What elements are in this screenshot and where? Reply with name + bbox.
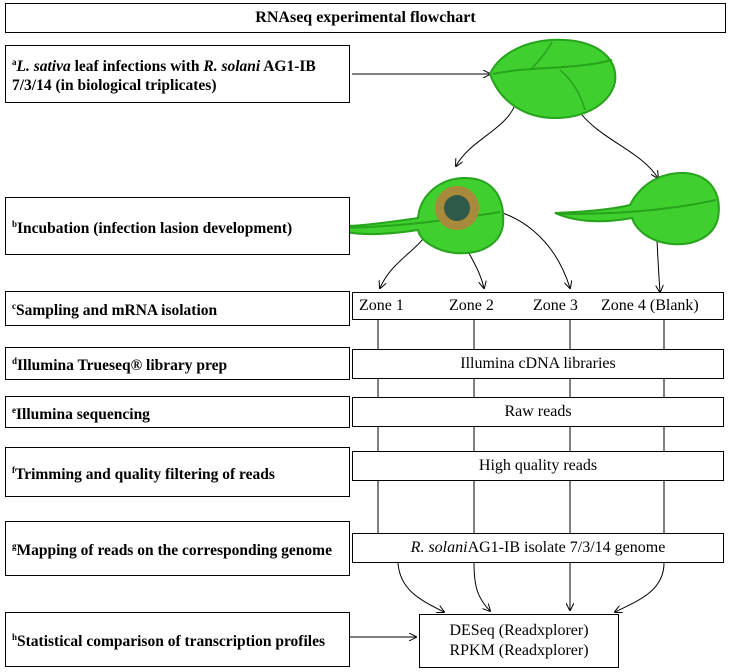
step-a: aL. sativa leaf infections with R. solan… xyxy=(5,45,350,103)
step-label: cSampling and mRNA isolation xyxy=(12,297,217,320)
merge-arrows xyxy=(397,562,665,612)
libraries-box: Illumina cDNA libraries xyxy=(352,349,724,379)
zone-1: Zone 1 xyxy=(359,297,404,314)
stats-line-1: DESeq (Readxplorer) xyxy=(449,622,589,639)
step-label: bIncubation (infection lasion developmen… xyxy=(12,215,292,238)
step-letter: a xyxy=(12,57,17,67)
step-label: dIllumina Trueseq® library prep xyxy=(12,352,227,375)
raw-reads-box: Raw reads xyxy=(352,397,724,427)
step-h: hStatistical comparison of transcription… xyxy=(5,612,350,667)
step-b: bIncubation (infection lasion developmen… xyxy=(5,197,350,255)
step-label: aL. sativa leaf infections with R. solan… xyxy=(12,53,343,95)
step-e-text-0: Illumina sequencing xyxy=(16,405,150,423)
step-a-text-3: AG1-IB 7/3/14 (in biological triplicates… xyxy=(12,58,316,94)
step-letter: h xyxy=(12,632,18,642)
zone-2: Zone 2 xyxy=(449,297,494,314)
stats-box: DESeq (Readxplorer) RPKM (Readxplorer) xyxy=(419,614,619,668)
step-g-text-0: Mapping of reads on the corresponding ge… xyxy=(16,542,332,559)
step-e: eIllumina sequencing xyxy=(5,396,350,428)
step-g: gMapping of reads on the corresponding g… xyxy=(5,521,350,576)
step-h-text-0: Statistical comparison of transcription … xyxy=(17,633,325,650)
step-letter: e xyxy=(12,404,16,415)
zone-3: Zone 3 xyxy=(533,297,578,314)
leaf-blank xyxy=(554,171,720,246)
step-a-text-2: R. solani xyxy=(203,58,261,75)
step-label: gMapping of reads on the corresponding g… xyxy=(12,537,332,560)
step-letter: d xyxy=(12,356,18,366)
leaf-top xyxy=(488,38,617,120)
stats-line-2: RPKM (Readxplorer) xyxy=(449,642,589,659)
hq-reads-box: High quality reads xyxy=(352,451,724,481)
genome-text-0: R. solani xyxy=(410,539,468,556)
genome-box: R. solani AG1-IB isolate 7/3/14 genome xyxy=(352,533,724,563)
chart-title: RNAseq experimental flowchart xyxy=(5,3,726,33)
genome-text-1: AG1-IB isolate 7/3/14 genome xyxy=(467,539,666,556)
leaf-infected xyxy=(324,176,505,255)
step-a-text-0: L. sativa xyxy=(16,58,71,75)
zones-box: Zone 1 Zone 2 Zone 3 Zone 4 (Blank) xyxy=(352,292,724,320)
step-letter: c xyxy=(12,301,16,311)
step-label: fTrimming and quality filtering of reads xyxy=(12,461,275,484)
step-c-text-0: Sampling and mRNA isolation xyxy=(16,302,218,319)
step-letter: g xyxy=(12,541,17,551)
step-b-text-0: Incubation (infection lasion development… xyxy=(17,219,293,237)
zone-4: Zone 4 (Blank) xyxy=(601,297,699,314)
step-letter: b xyxy=(12,218,18,229)
step-letter: f xyxy=(12,464,15,475)
step-a-text-1: leaf infections with xyxy=(70,58,204,75)
leaf-arrows xyxy=(380,104,660,292)
step-label: hStatistical comparison of transcription… xyxy=(12,628,325,651)
step-f-text-0: Trimming and quality filtering of reads xyxy=(15,465,275,483)
step-d-text-0: Illumina Trueseq® library prep xyxy=(17,357,228,374)
step-c: cSampling and mRNA isolation xyxy=(5,291,350,326)
step-d: dIllumina Trueseq® library prep xyxy=(5,347,350,380)
step-f: fTrimming and quality filtering of reads xyxy=(5,447,350,497)
step-label: eIllumina sequencing xyxy=(12,401,150,424)
